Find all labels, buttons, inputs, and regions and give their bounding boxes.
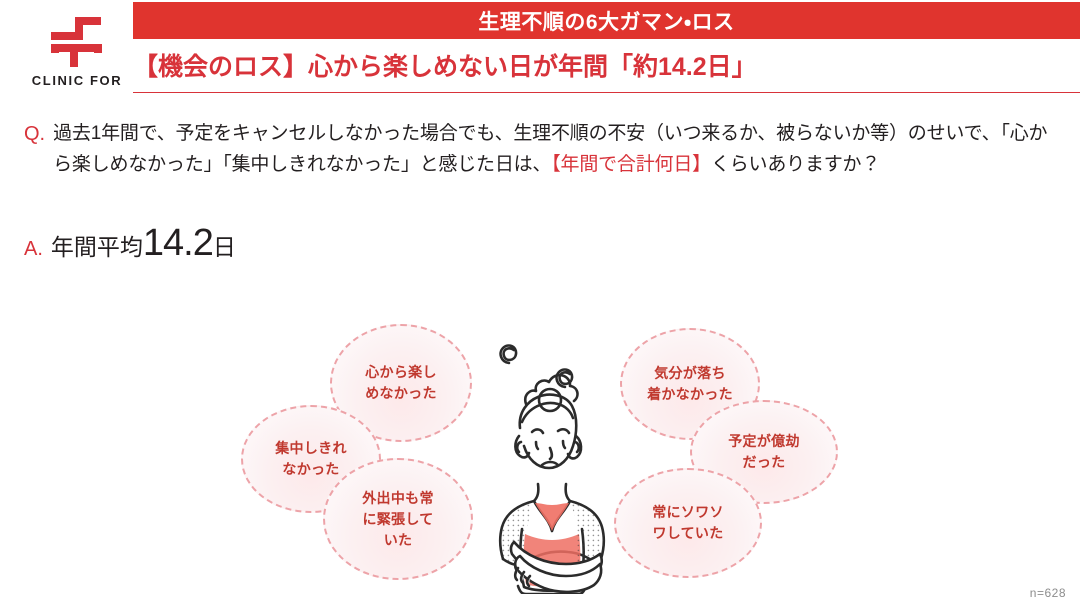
brand-wordmark: CLINIC FOR (31, 73, 123, 88)
answer-prefix: 年間平均 (50, 234, 143, 260)
bubble-always-restless: 常にソワソワしていた (614, 468, 762, 578)
worried-woman-illustration (498, 344, 606, 594)
clinic-for-cross-logo-icon (46, 17, 108, 67)
bubble-label: 外出中も常に緊張していた (362, 489, 434, 548)
question-text-highlight: 【年間で合計何日】 (551, 154, 711, 175)
illustration-section: 心から楽しめなかった 集中しきれなかった 外出中も常に緊張していた 気分が落ち着… (0, 300, 1080, 608)
bubble-label: 予定が億劫だった (728, 433, 800, 470)
answer-unit: 日 (212, 234, 236, 260)
bubble-label: 気分が落ち着かなかった (647, 365, 733, 402)
question-text: 過去1年間で、予定をキャンセルしなかった場合でも、生理不順の不安（いつ来るか、被… (53, 118, 1055, 180)
question-row: Q. 過去1年間で、予定をキャンセルしなかった場合でも、生理不順の不安（いつ来る… (24, 118, 1064, 180)
header-subtitle-row: 【機会のロス】心から楽しめない日が年間「約14.2日」 (133, 47, 1080, 93)
answer-number: 14.2 (142, 222, 214, 264)
question-label: Q. (24, 123, 46, 145)
bubble-plans-burdensome: 予定が億劫だった (690, 400, 838, 504)
footnote-sample-size: n=628 (1029, 586, 1066, 600)
bubble-label: 集中しきれなかった (275, 440, 347, 477)
page-header: CLINIC FOR 生理不順の6大ガマン・ロス 【機会のロス】心から楽しめない… (0, 0, 1080, 100)
bubble-opportunity-enjoy: 心から楽しめなかった (330, 324, 472, 442)
header-divider (133, 91, 1080, 93)
answer-text: 年間平均14.2日 (51, 222, 236, 265)
header-title: 生理不順の6大ガマン・ロス (478, 10, 735, 34)
header-subtitle: 【機会のロス】心から楽しめない日が年間「約14.2日」 (133, 53, 757, 81)
bubble-label: 心から楽しめなかった (365, 364, 437, 401)
brand-logo: CLINIC FOR (22, 17, 132, 88)
question-text-part2: くらいありますか？ (710, 154, 881, 175)
header-title-bar: 生理不順の6大ガマン・ロス (133, 2, 1080, 39)
question-text-part1: 過去1年間で、予定をキャンセルしなかった場合でも、生理不順の不安（いつ来るか、被… (53, 123, 1048, 175)
answer-label: A. (24, 238, 43, 260)
answer-row: A. 年間平均14.2日 (24, 222, 236, 265)
bubble-tension-outing: 外出中も常に緊張していた (323, 458, 473, 580)
bubble-label: 常にソワソワしていた (652, 504, 724, 541)
